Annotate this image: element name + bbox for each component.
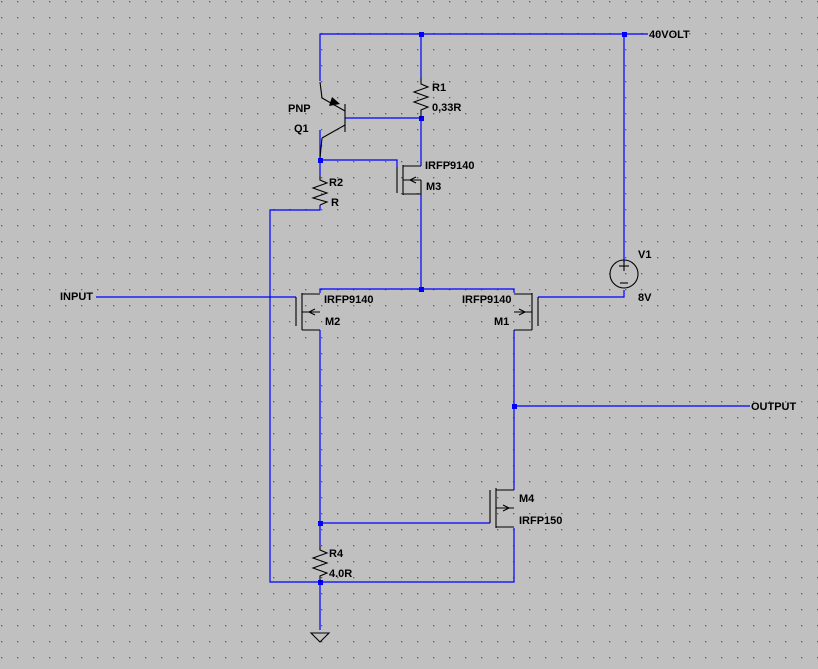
m2-pmos-transistor[interactable]	[295, 293, 320, 331]
m1-gate-v1-wire[interactable]	[538, 290, 625, 298]
junction-dot	[318, 580, 323, 585]
m3-name-label: M3	[426, 181, 441, 193]
r2-bottom-wire[interactable]	[269, 205, 515, 583]
r2-resistor[interactable]	[311, 176, 329, 206]
q1-name-label: Q1	[294, 123, 309, 135]
junction-dot	[318, 521, 323, 526]
ground-icon[interactable]	[309, 632, 331, 643]
q1-pnp-transistor[interactable]	[319, 81, 346, 159]
m3-model-label: IRFP9140	[425, 160, 475, 172]
m4-name-label: M4	[519, 493, 535, 505]
m3-gate-wire[interactable]	[320, 159, 398, 167]
junction-dot	[512, 404, 517, 409]
supply-rail-wire[interactable]	[319, 33, 625, 262]
r4-name-label: R4	[329, 548, 344, 560]
m1-m2-source-wire[interactable]	[319, 288, 515, 293]
junction-dot	[419, 287, 424, 292]
junction-dot	[318, 158, 323, 163]
junctions	[318, 32, 627, 585]
v1-value-label: 8V	[638, 292, 652, 304]
r4-value-label: 4.0R	[329, 568, 352, 580]
junction-dot	[419, 116, 424, 121]
v1-voltage-source[interactable]	[609, 259, 639, 289]
voltage-source-icon	[609, 259, 639, 289]
v1-name-label: V1	[638, 249, 651, 261]
r1-value-label: 0,33R	[432, 102, 461, 114]
m4-nmos-transistor[interactable]	[489, 488, 514, 528]
m1-name-label: M1	[494, 316, 509, 328]
wires	[96, 33, 750, 630]
q1-type-label: PNP	[288, 103, 311, 115]
m3-pmos-transistor[interactable]	[396, 165, 422, 195]
m2-name-label: M2	[325, 316, 340, 328]
r4-resistor[interactable]	[311, 546, 329, 582]
input-net-label[interactable]: INPUT	[60, 291, 93, 303]
m1-pmos-transistor[interactable]	[514, 293, 539, 331]
r2-name-label: R2	[329, 177, 343, 189]
junction-dot	[622, 32, 627, 37]
output-net-label[interactable]: OUTPUT	[751, 401, 797, 413]
m2-model-label: IRFP9140	[324, 294, 374, 306]
m1-model-label: IRFP9140	[462, 294, 512, 306]
r1-resistor[interactable]	[412, 78, 430, 118]
m4-model-label: IRFP150	[519, 515, 562, 527]
r2-value-label: R	[331, 197, 339, 209]
supply-net-label[interactable]: 40VOLT	[649, 29, 690, 41]
r1-name-label: R1	[432, 82, 446, 94]
junction-dot	[419, 32, 424, 37]
